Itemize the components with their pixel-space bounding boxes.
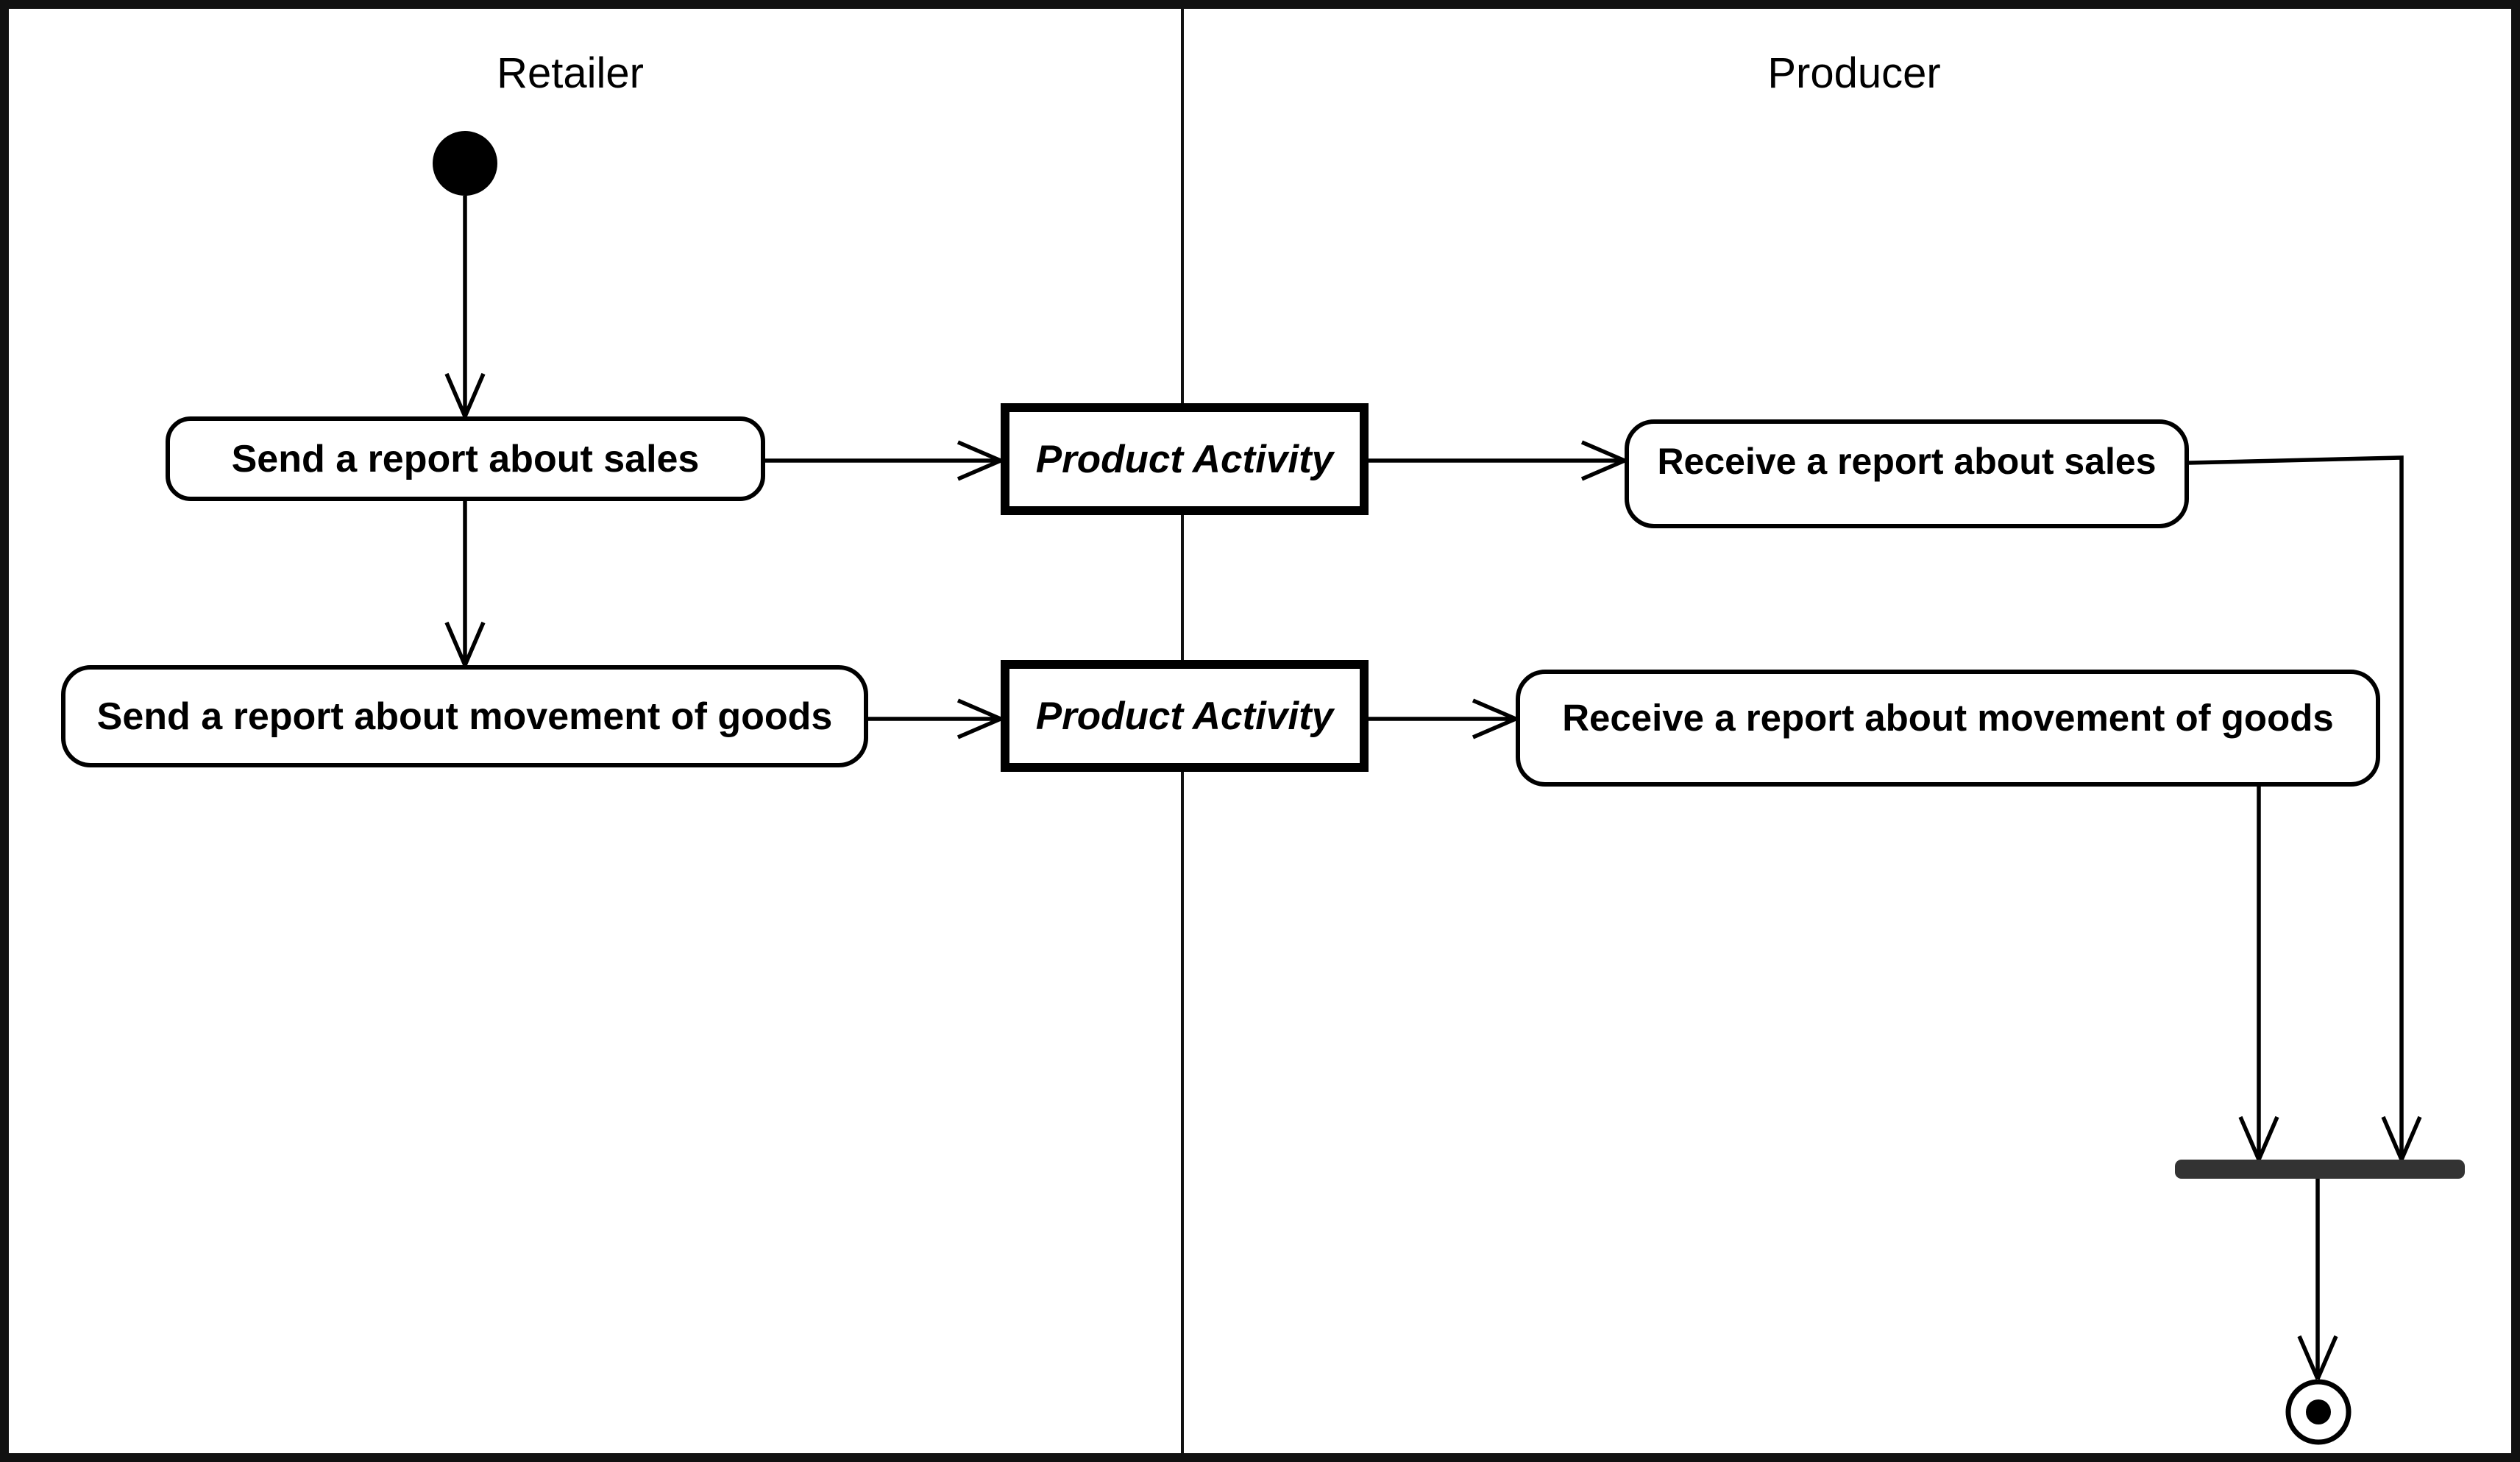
join-bar <box>2175 1160 2465 1179</box>
action-receive-report-about-sales: Receive a report about sales <box>1625 419 2189 528</box>
final-node-dot <box>2306 1399 2331 1424</box>
flow-initial-to-send-sales <box>444 196 486 418</box>
flow-join-to-final <box>2297 1179 2338 1380</box>
flow-send-sales-to-send-goods <box>444 501 486 667</box>
initial-node <box>433 131 497 196</box>
final-node <box>2285 1379 2352 1445</box>
action-send-report-about-sales: Send a report about sales <box>166 416 765 501</box>
action-send-report-about-movement-of-goods: Send a report about movement of goods <box>61 665 868 767</box>
flow-pa-top-to-receive-sales <box>1369 440 1626 481</box>
flow-send-goods-to-pa-bottom <box>868 698 1002 739</box>
lane-title-retailer: Retailer <box>497 49 644 97</box>
action-product-activity-top: Product Activity <box>1001 403 1369 515</box>
lane-title-producer: Producer <box>1767 49 1941 97</box>
action-product-activity-bottom: Product Activity <box>1001 660 1369 772</box>
flow-pa-bottom-to-receive-goods <box>1369 698 1517 739</box>
flow-receive-goods-to-join <box>2238 787 2279 1161</box>
flow-send-sales-to-pa-top <box>765 440 1002 481</box>
flow-receive-sales-to-join <box>2188 455 2422 1161</box>
action-receive-report-about-movement-of-goods: Receive a report about movement of goods <box>1516 670 2380 787</box>
